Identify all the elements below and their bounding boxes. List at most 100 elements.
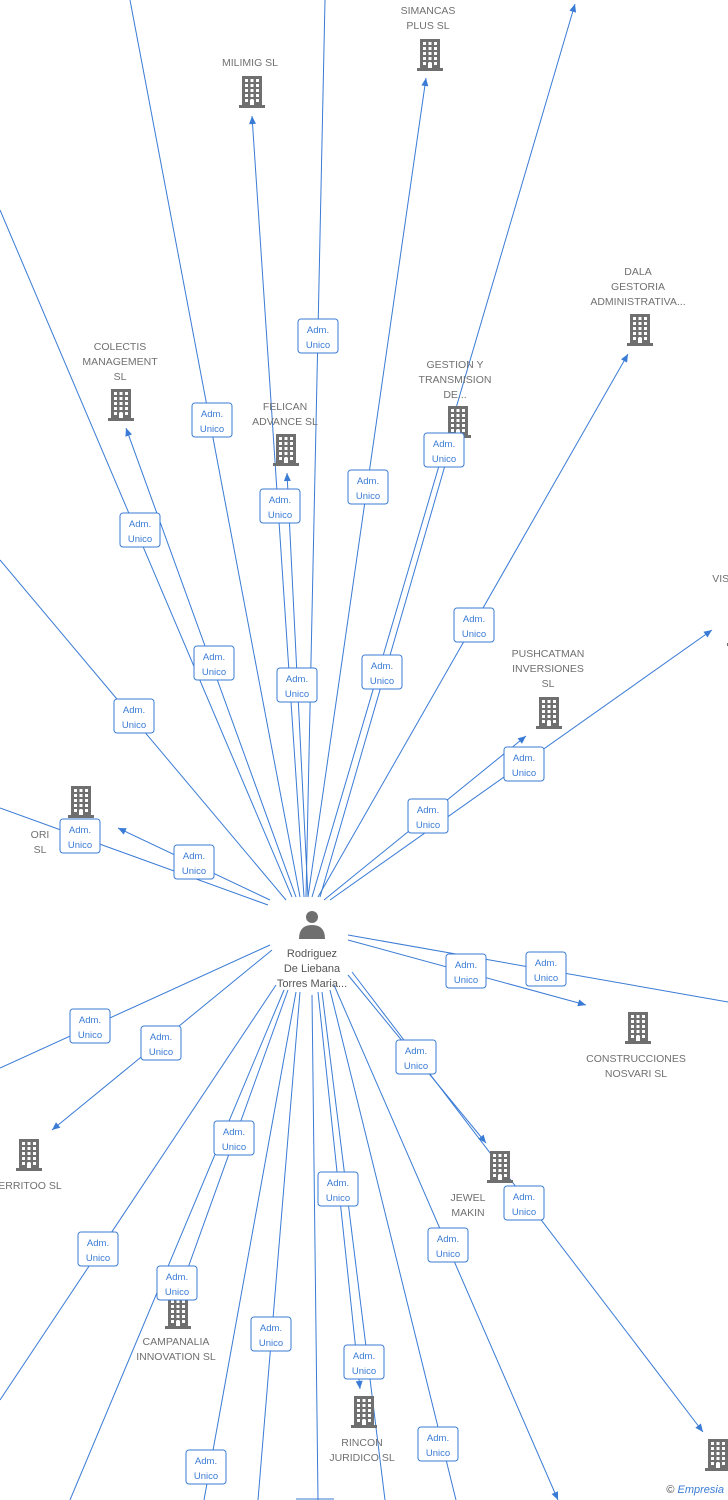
badge-role-line1: Adm. [307, 325, 329, 336]
badge-role-line1: Adm. [286, 674, 308, 685]
edge-line-e-left3 [0, 807, 269, 906]
company-node-visca[interactable]: VISCA [712, 573, 728, 646]
badge-role-line2: Unico [86, 1253, 110, 1264]
company-node-construcciones[interactable]: CONSTRUCCIONES NOSVARI SL [586, 1012, 686, 1080]
edge-role-badge[interactable]: Adm.Unico [259, 488, 301, 524]
badge-frame [77, 1231, 119, 1267]
badge-role-line1: Adm. [203, 652, 225, 663]
company-label-line: VISCA [712, 573, 728, 585]
badge-role-line2: Unico [462, 629, 486, 640]
edge-role-badge[interactable]: Adm.Unico [213, 1120, 255, 1156]
edge-role-badge[interactable]: Adm.Unico [140, 1025, 182, 1061]
badge-role-line2: Unico [356, 491, 380, 502]
badge-role-line1: Adm. [123, 705, 145, 716]
badge-frame [69, 1008, 111, 1044]
badge-role-line1: Adm. [535, 958, 557, 969]
badge-role-line2: Unico [128, 534, 152, 545]
building-icon [16, 1139, 42, 1171]
edge-role-badge[interactable]: Adm.Unico [423, 432, 465, 468]
company-label-line: SL [542, 678, 555, 690]
badge-frame [140, 1025, 182, 1061]
company-node-bottomright[interactable] [705, 1439, 728, 1471]
company-label-line: MILIMIG SL [222, 57, 278, 69]
edge-role-badge[interactable]: Adm. Unico [185, 1449, 227, 1485]
company-node-dala[interactable]: DALAGESTORIAADMINISTRATIVA... [590, 266, 686, 346]
edge-role-badge[interactable]: Adm.Unico [173, 844, 215, 880]
edge-role-badge[interactable]: Adm.Unico [156, 1265, 198, 1301]
edge-role-badge[interactable]: Adm.Unico [191, 402, 233, 438]
edge-role-badge[interactable]: Adm.Unico [503, 1185, 545, 1221]
edge-role-badge[interactable]: Adm. Unico [113, 698, 155, 734]
company-label-line: NOSVARI SL [605, 1068, 667, 1080]
edge-role-badge[interactable]: Adm.Unico [361, 654, 403, 690]
copyright-notice: © Empresia [666, 1484, 724, 1496]
edge-role-badge[interactable]: Adm.Unico [69, 1008, 111, 1044]
company-label-line: INVERSIONES [512, 663, 584, 675]
badge-role-line2: Unico [202, 667, 226, 678]
edge-role-badge[interactable]: Adm.Unico [250, 1316, 292, 1352]
edge-role-badge[interactable]: Adm.Unico [119, 512, 161, 548]
arrowhead-icon [249, 116, 257, 125]
edge-role-badge[interactable]: Adm. Unico [193, 645, 235, 681]
edge-role-badge[interactable]: Adm.Unico [503, 746, 545, 782]
badge-role-line1: Adm. [427, 1433, 449, 1444]
edge-role-badge[interactable]: Adm.Unico [77, 1231, 119, 1267]
company-node-milimig[interactable]: MILIMIG SL [222, 57, 278, 108]
badge-role-line1: Adm. [195, 1456, 217, 1467]
arrowhead-icon [52, 1122, 61, 1130]
edge-role-badge[interactable]: Adm.Unico [276, 667, 318, 703]
badge-role-line2: Unico [534, 973, 558, 984]
badge-role-line2: Unico [182, 866, 206, 877]
arrowhead-icon [421, 78, 429, 87]
badge-role-line1: Adm. [327, 1178, 349, 1189]
edge-role-badge[interactable]: Adm.Unico [407, 798, 449, 834]
edge-role-badge[interactable]: Adm.Unico [445, 953, 487, 989]
company-node-territoo[interactable]: ERRITOO SL [0, 1139, 62, 1192]
company-label-line: CONSTRUCCIONES [586, 1053, 686, 1065]
edge-role-badge[interactable]: Adm. Unico [347, 469, 389, 505]
edge-role-badge[interactable]: Adm.Unico [297, 318, 339, 354]
company-label-line: INNOVATION SL [136, 1351, 216, 1363]
badge-role-line1: Adm. [69, 825, 91, 836]
edge-role-badge[interactable]: Adm.Unico [417, 1426, 459, 1462]
company-label-line: PLUS SL [406, 20, 449, 32]
badge-role-line2: Unico [200, 424, 224, 435]
edge-role-badge[interactable]: Adm.Unico [59, 818, 101, 854]
badge-frame [427, 1227, 469, 1263]
badge-role-line2: Unico [122, 720, 146, 731]
edge-role-badge[interactable]: Adm.Unico [395, 1039, 437, 1075]
company-label-line: DALA [624, 266, 651, 278]
badge-role-line1: Adm. [357, 476, 379, 487]
badge-role-line1: Adm. [260, 1323, 282, 1334]
edge-role-badge[interactable]: Adm.Unico [317, 1171, 359, 1207]
edge-role-badge[interactable]: Adm.Unico [453, 607, 495, 643]
badge-role-line2: Unico [436, 1249, 460, 1260]
edge-line-e-campan2 [69, 989, 285, 1500]
building-icon [705, 1439, 728, 1471]
company-node-gestion[interactable]: GESTION YTRANSMISIONDE... [419, 359, 492, 438]
badge-frame [423, 432, 465, 468]
edge-role-badge[interactable]: Adm. Unico [427, 1227, 469, 1263]
badge-role-line2: Unico [194, 1471, 218, 1482]
badge-role-line2: Unico [454, 975, 478, 986]
badge-frame [276, 667, 318, 703]
edge-badges: Adm.UnicoAdm.UnicoAdm.UnicoAdm.UnicoAdm.… [59, 318, 567, 1485]
edge-line-e-rincon2 [321, 991, 386, 1500]
edge-role-badge[interactable]: Adm.Unico [343, 1344, 385, 1380]
building-icon [68, 786, 94, 818]
arrowhead-icon [125, 428, 133, 437]
edge-role-badge[interactable]: Adm. Unico [525, 951, 567, 987]
company-label-line: MAKIN [451, 1207, 484, 1219]
company-label-line: ADVANCE SL [252, 416, 318, 428]
badge-role-line1: Adm. [437, 1234, 459, 1245]
badge-role-line1: Adm. [150, 1032, 172, 1043]
